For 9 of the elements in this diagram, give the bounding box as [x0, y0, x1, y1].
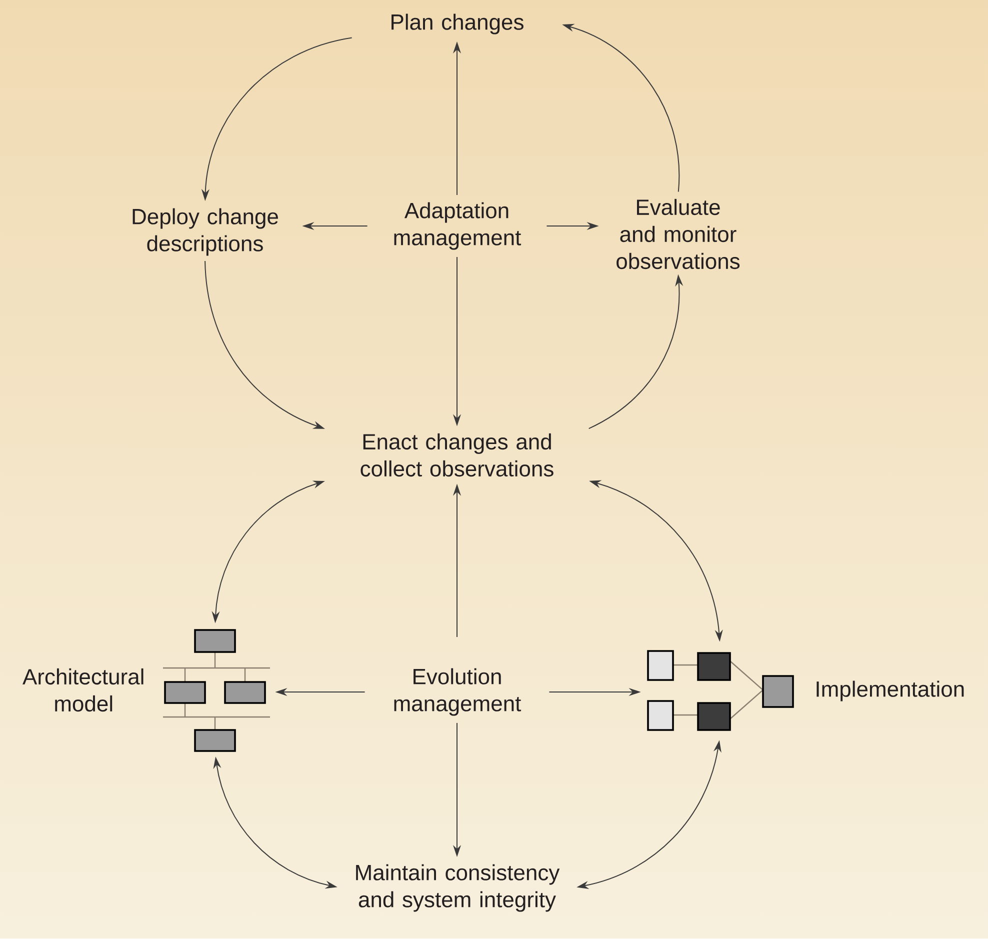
- node-label: Maintain consistency and system integrity: [356, 864, 560, 912]
- node-label: Enact changes and collect observations: [360, 433, 554, 477]
- node-label: Architectural model: [22, 668, 144, 712]
- node-label: Deploy change descriptions: [132, 208, 278, 256]
- node-label: Evolution management: [394, 668, 522, 716]
- node-label: Adaptation management: [394, 202, 522, 250]
- node-label: Evaluate and monitor observations: [616, 198, 740, 270]
- node-label: Plan changes: [392, 14, 524, 34]
- node-label: Implementation: [816, 680, 964, 702]
